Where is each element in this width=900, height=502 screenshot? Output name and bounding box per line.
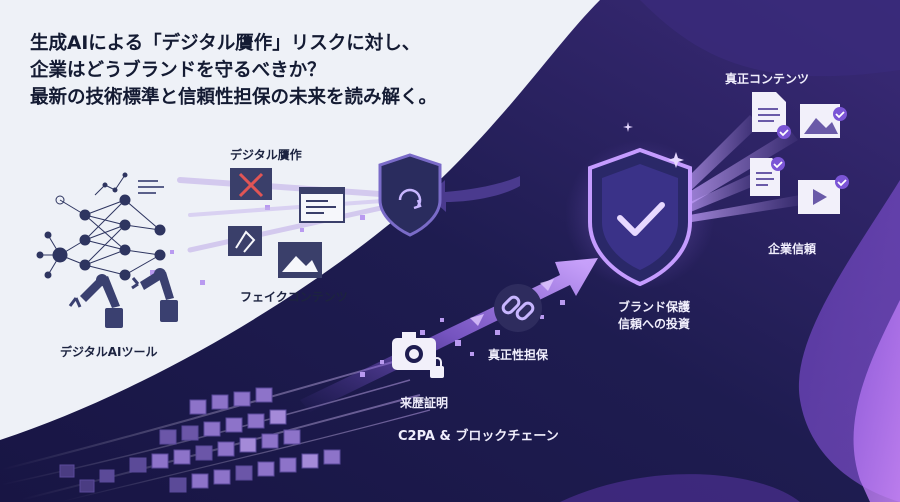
document-icon: [752, 92, 791, 139]
label-fake-content: フェイクコンテンツ: [240, 290, 348, 304]
bottom-wave: [560, 474, 800, 502]
broken-image-icon: [230, 168, 272, 200]
glitch-tool-icon: [228, 226, 262, 256]
camera-lock-icon: [392, 332, 444, 378]
incoming-arrow: [428, 176, 520, 212]
label-c2pa-blockchain: C2PA & ブロックチェーン: [398, 429, 559, 444]
particles: [150, 200, 565, 377]
headline-line-3: 最新の技術標準と信頼性担保の未来を読み解く。: [30, 87, 438, 108]
label-corporate-trust: 企業信頼: [768, 242, 817, 256]
forgery-streaks: [177, 177, 398, 253]
label-authenticity-assurance: 真正性担保: [488, 348, 549, 362]
headline: 生成AIによる「デジタル贋作」リスクに対し、 企業はどうブランドを守るべきか？ …: [30, 30, 437, 111]
sparkle-icons: [623, 122, 684, 168]
label-provenance-proof: 来歴証明: [400, 396, 449, 410]
neural-network-icon: [36, 194, 166, 281]
mini-chart-icon: [94, 172, 128, 196]
label-digital-forgery: デジタル贋作: [230, 148, 302, 162]
label-trust-investment: 信頼への投資: [618, 317, 691, 331]
text-lines-icon: [138, 180, 164, 194]
document-icon-2: [750, 157, 785, 196]
code-window-icon: [299, 187, 345, 223]
headline-line-1: 生成AIによる「デジタル贋作」リスクに対し、: [30, 33, 421, 54]
robot-arm-icon: [68, 268, 178, 328]
link-chain-icon: [494, 284, 542, 332]
label-brand-protection: ブランド保護: [618, 300, 691, 314]
headline-line-2: 企業はどうブランドを守るべきか？: [30, 60, 326, 81]
image-icon: [800, 104, 847, 138]
video-icon: [798, 175, 849, 214]
label-authentic-content: 真正コンテンツ: [725, 72, 810, 86]
shield-check-icon: [588, 147, 692, 287]
right-wave-highlight: [853, 300, 900, 502]
label-digital-ai-tools: デジタルAIツール: [60, 345, 158, 359]
shield-icon: [378, 153, 442, 237]
top-wave: [640, 0, 900, 77]
block-cubes: [59, 387, 341, 493]
fake-image-icon: [278, 242, 322, 278]
